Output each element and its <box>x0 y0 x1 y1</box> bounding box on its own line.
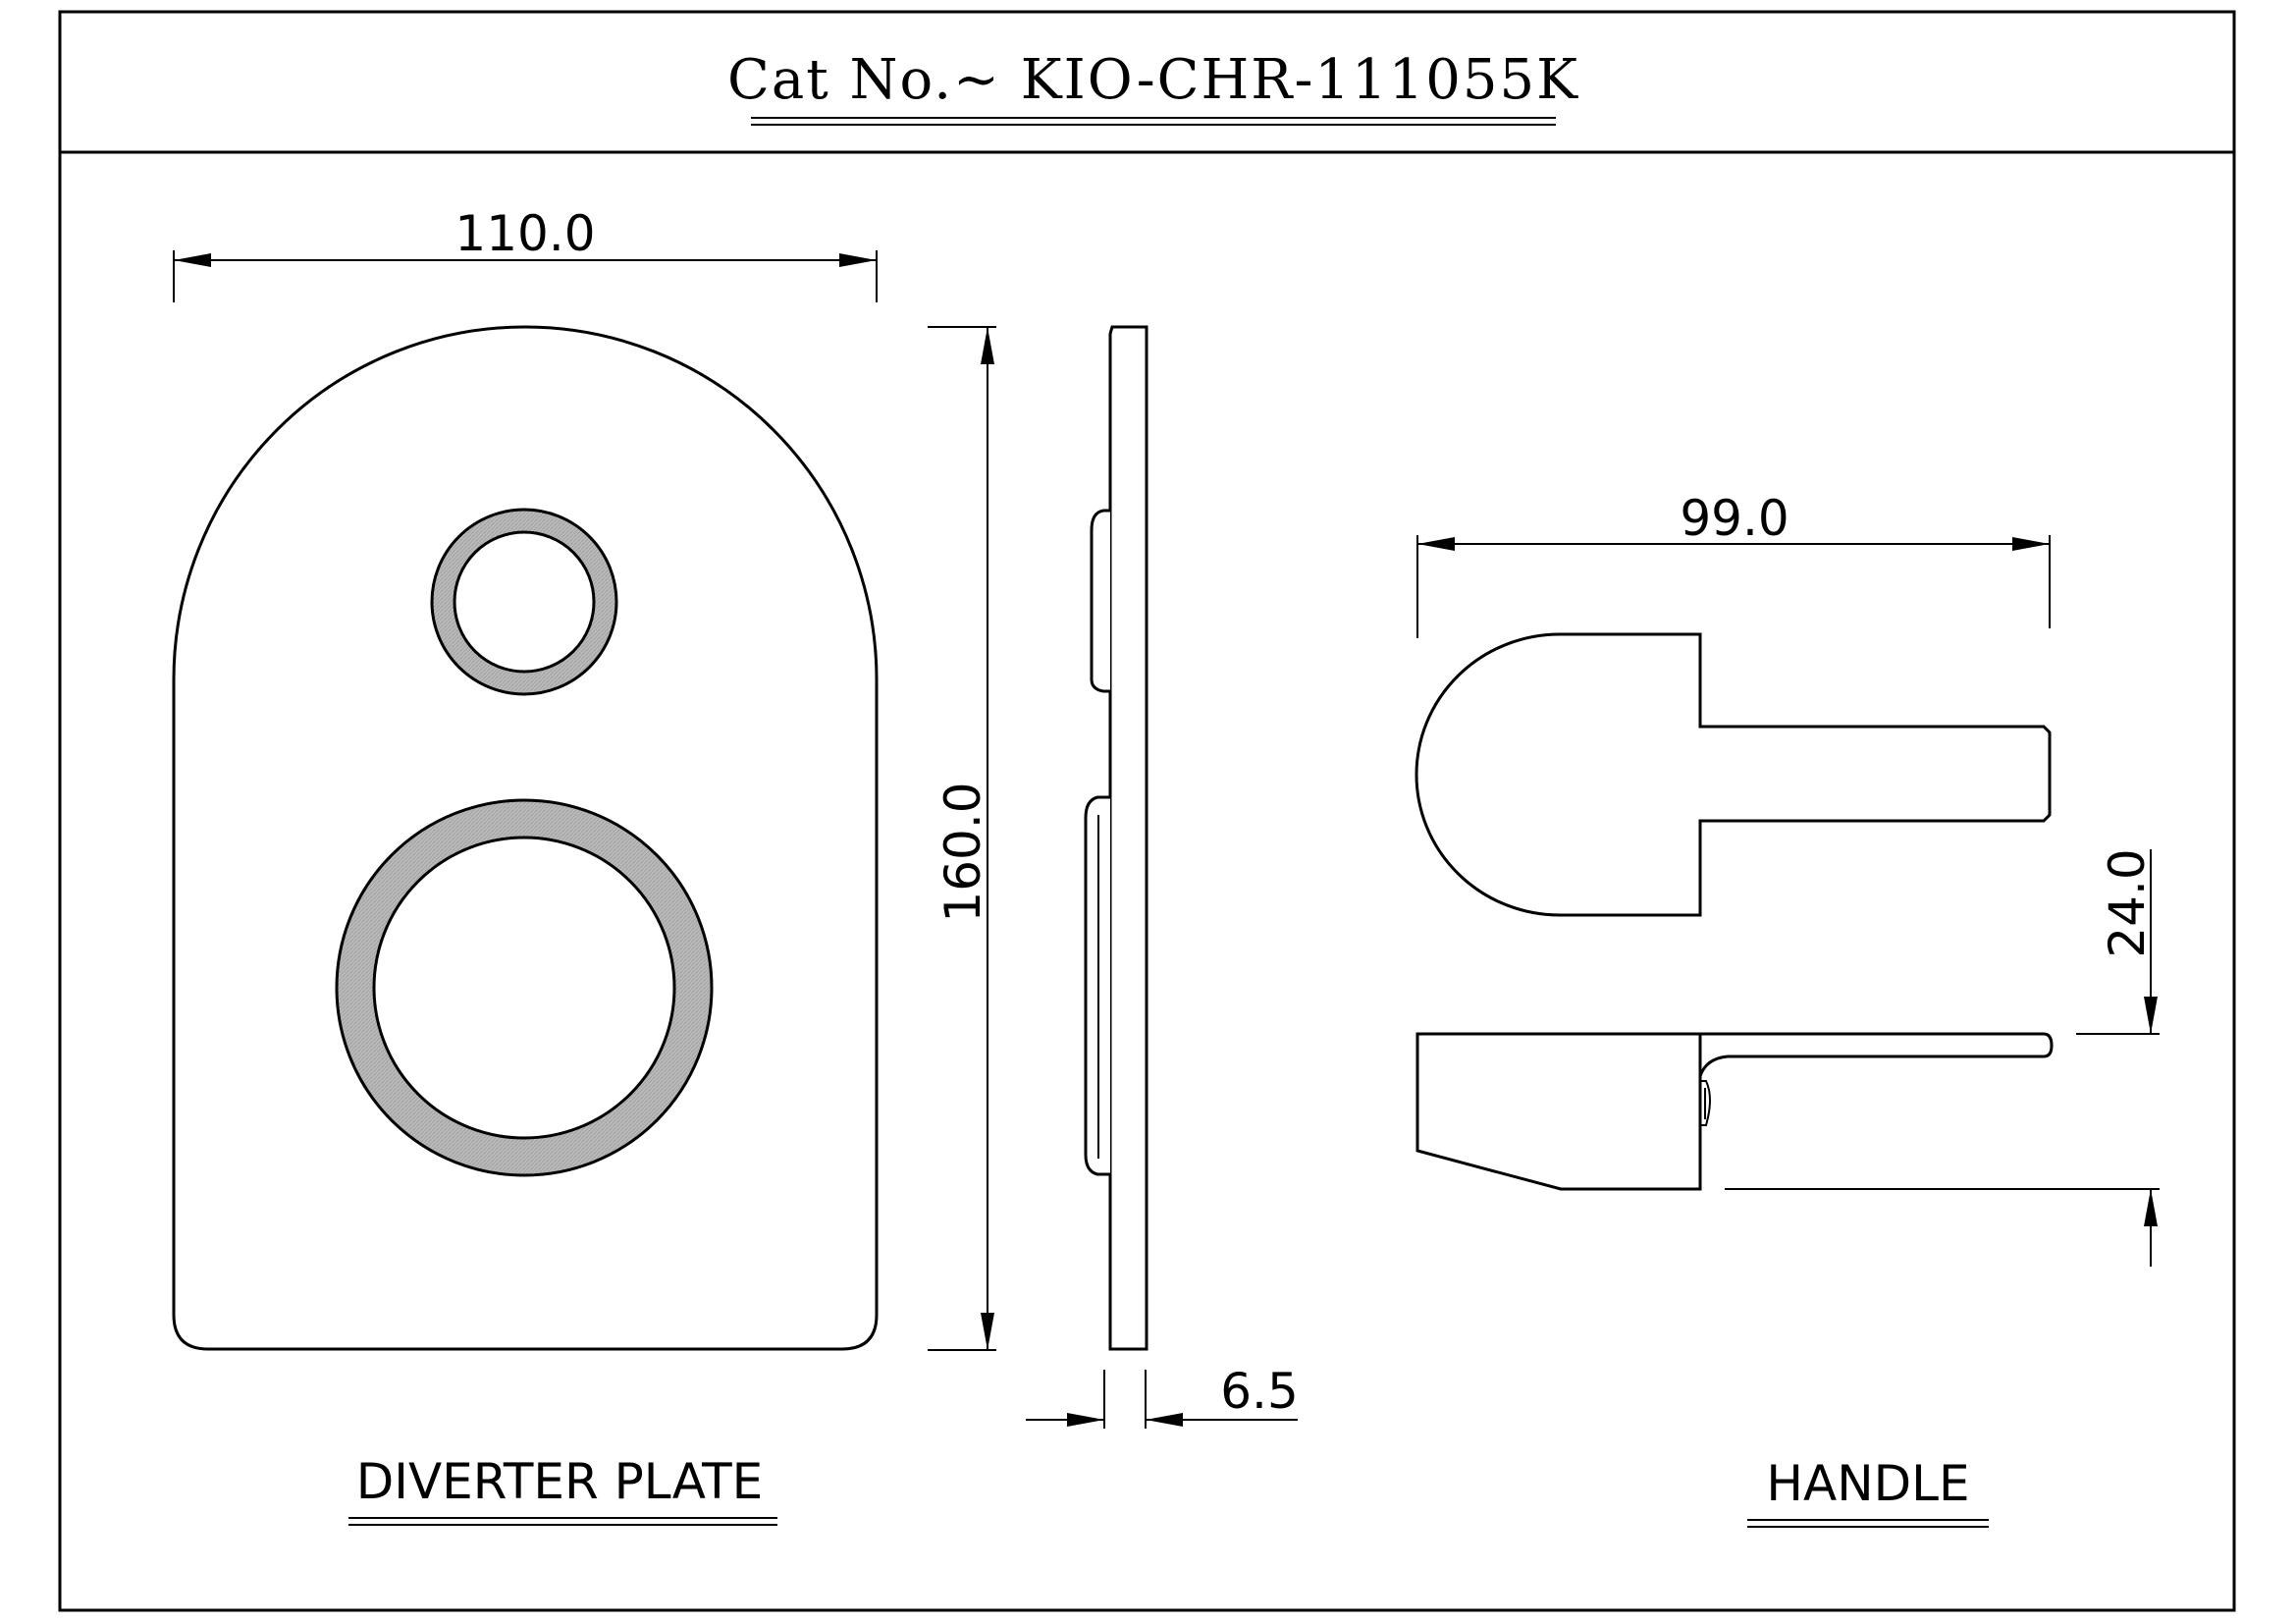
diverter-plate-side-view <box>1084 325 1148 1351</box>
side-upper-boss <box>1090 509 1110 693</box>
diverter-plate-label: DIVERTER PLATE <box>356 1453 764 1510</box>
handle-top-outline <box>1415 632 2052 917</box>
plate-outline <box>172 325 879 1351</box>
side-plate-outline <box>1108 325 1148 1351</box>
large-ring-hole <box>372 836 676 1140</box>
handle-height-dimension: 24.0 <box>1725 848 2160 1267</box>
handle-grub-screw <box>1700 1080 1711 1126</box>
handle-height-value: 24.0 <box>2099 848 2156 957</box>
plate-height-value: 160.0 <box>934 782 991 922</box>
handle-side-view <box>1415 1032 2054 1191</box>
plate-height-dimension: 160.0 <box>928 326 996 1351</box>
handle-label: HANDLE <box>1766 1455 1969 1512</box>
small-ring-hole <box>453 530 596 674</box>
plate-width-value: 110.0 <box>454 205 595 262</box>
catalog-number-title: Cat No.~ KIO-CHR-111055K <box>727 48 1579 112</box>
drawing-border <box>58 10 2236 1612</box>
plate-width-dimension: 110.0 <box>173 205 878 302</box>
plate-thickness-value: 6.5 <box>1220 1363 1299 1420</box>
plate-thickness-dimension: 6.5 <box>1026 1363 1299 1429</box>
handle-top-view <box>1415 632 2052 917</box>
handle-side-outline <box>1415 1032 2054 1191</box>
diverter-plate-front-view <box>172 325 879 1351</box>
handle-length-value: 99.0 <box>1680 490 1789 547</box>
handle-length-dimension: 99.0 <box>1416 490 2051 638</box>
